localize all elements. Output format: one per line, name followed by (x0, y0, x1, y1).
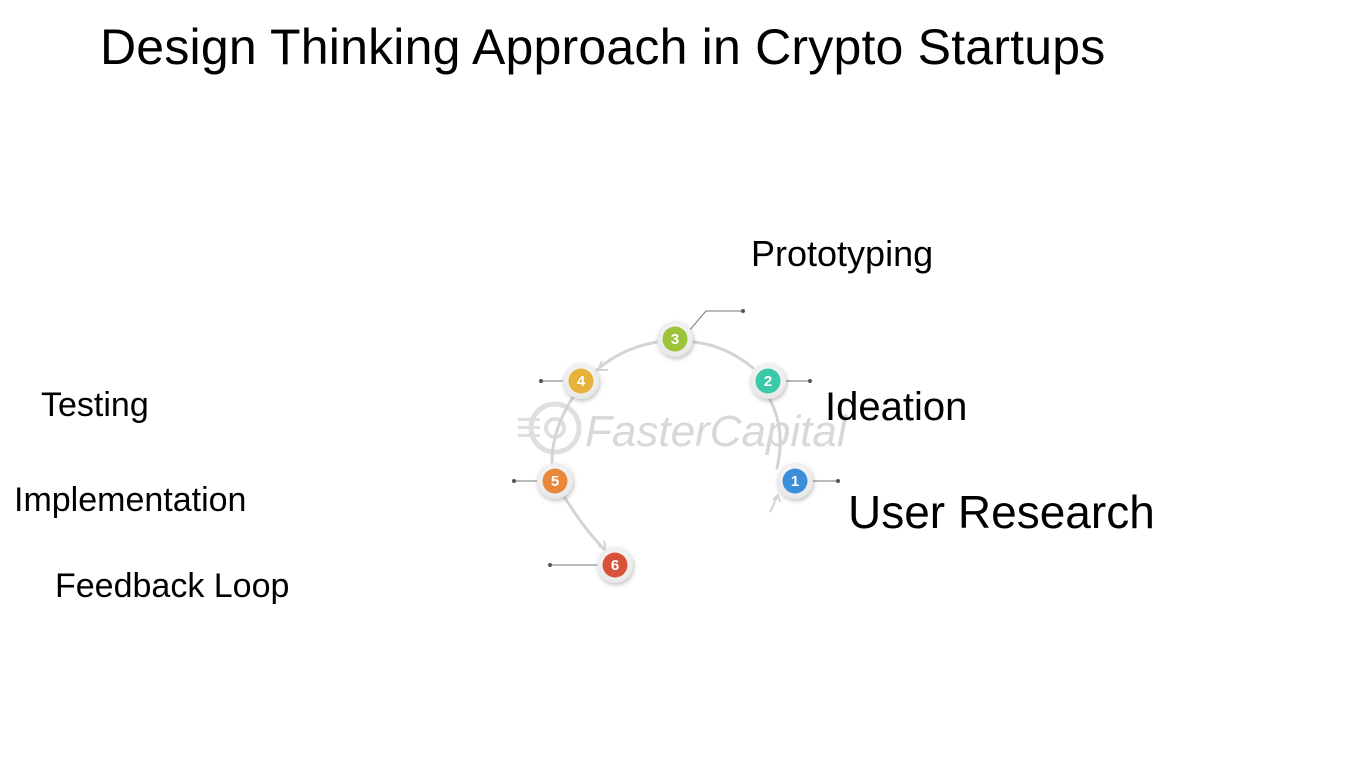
watermark-text: FasterCapital (585, 407, 848, 456)
cycle-arcs (550, 340, 782, 552)
step-label-testing: Testing (41, 386, 149, 424)
step-number: 5 (551, 473, 559, 490)
leader-lines (514, 310, 838, 566)
step-number: 4 (577, 373, 586, 390)
step-node-4: 4 (563, 363, 599, 399)
step-label-ideation: Ideation (825, 385, 968, 429)
page-title: Design Thinking Approach in Crypto Start… (100, 19, 1106, 75)
step-number: 2 (764, 373, 772, 390)
step-label-feedback-loop: Feedback Loop (55, 567, 290, 605)
step-number: 6 (611, 557, 619, 574)
step-node-6: 6 (597, 547, 633, 583)
step-node-2: 2 (750, 363, 786, 399)
step-number: 3 (671, 331, 679, 348)
step-node-3: 3 (657, 321, 693, 357)
step-label-implementation: Implementation (14, 481, 247, 519)
watermark-logo (518, 401, 582, 455)
step-number: 1 (791, 473, 799, 490)
step-label-user-research: User Research (848, 486, 1155, 538)
step-node-5: 5 (537, 463, 573, 499)
step-label-prototyping: Prototyping (751, 233, 934, 274)
leader-dots (512, 309, 840, 567)
cycle-arrowheads (596, 360, 781, 554)
step-node-1: 1 (777, 463, 813, 499)
